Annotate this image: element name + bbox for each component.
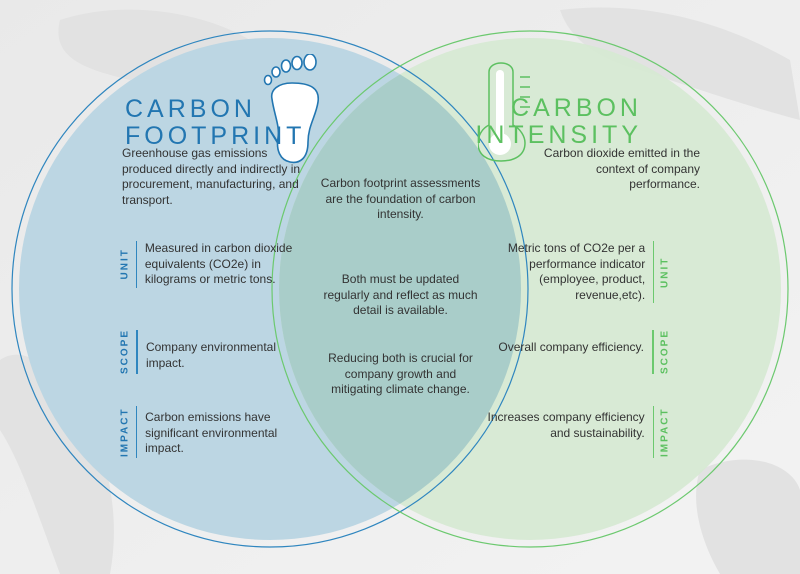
overlap-text-1: Carbon footprint assessments are the fou… — [320, 176, 481, 221]
intensity-impact-row: IMPACT Increases company efficiency and … — [477, 406, 672, 458]
intensity-unit-row: UNIT Metric tons of CO2e per a performan… — [477, 241, 672, 303]
overlap-text-2: Both must be updated regularly and refle… — [323, 272, 478, 317]
intensity-circle-outline — [271, 30, 789, 548]
title-line-1: CARBON — [125, 95, 256, 123]
carbon-footprint-title: CARBON FOOTPRINT — [125, 96, 305, 150]
title-line-1: CARBON — [511, 94, 642, 122]
divider — [652, 406, 654, 458]
footprint-impact-row: IMPACT Carbon emissions have significant… — [118, 406, 313, 458]
title-line-2: INTENSITY — [475, 121, 642, 149]
footprint-scope-row: SCOPE Company environmental impact. — [118, 329, 313, 375]
carbon-intensity-title: CARBON INTENSITY — [475, 95, 642, 149]
divider — [136, 406, 138, 458]
divider — [652, 330, 654, 374]
scope-label: SCOPE — [659, 329, 671, 375]
impact-label: IMPACT — [119, 407, 131, 457]
unit-label: UNIT — [659, 256, 671, 288]
divider — [653, 241, 654, 303]
footprint-unit-row: UNIT Measured in carbon dioxide equivale… — [118, 241, 313, 288]
footprint-circle-outline — [11, 30, 529, 548]
scope-text: Overall company efficiency. — [498, 340, 644, 354]
impact-text: Increases company efficiency and sustain… — [487, 410, 645, 440]
divider — [136, 241, 137, 288]
impact-text: Carbon emissions have significant enviro… — [145, 410, 278, 455]
footprint-icon — [263, 54, 319, 164]
overlap-text-3: Reducing both is crucial for company gro… — [328, 351, 473, 396]
divider — [136, 330, 138, 374]
overlap-region — [279, 38, 521, 540]
carbon-intensity-description: Carbon dioxide emitted in the context of… — [543, 146, 700, 191]
title-line-2: FOOTPRINT — [125, 122, 306, 150]
impact-label: IMPACT — [659, 407, 671, 457]
scope-text: Company environmental impact. — [145, 340, 277, 370]
intensity-scope-row: SCOPE Overall company efficiency. — [477, 329, 672, 375]
unit-text: Metric tons of CO2e per a performance in… — [507, 241, 646, 302]
scope-label: SCOPE — [119, 329, 131, 375]
unit-label: UNIT — [119, 248, 131, 280]
thermometer-icon — [478, 62, 530, 162]
unit-text: Measured in carbon dioxide equivalents (… — [144, 241, 293, 286]
carbon-footprint-description: Greenhouse gas emissions produced direct… — [122, 146, 301, 207]
